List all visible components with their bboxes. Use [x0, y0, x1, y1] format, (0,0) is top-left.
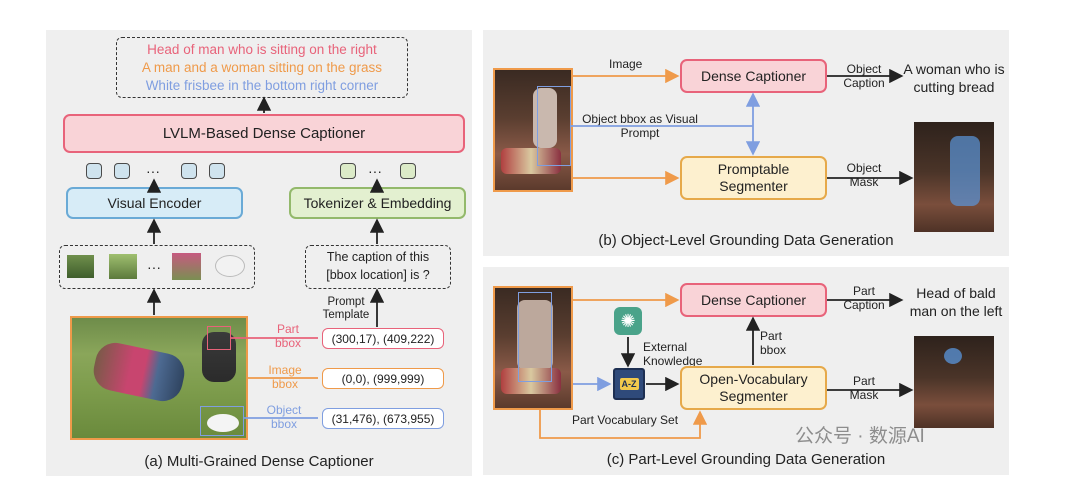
object-mask-output-photo [914, 122, 994, 232]
caption-line-image: A man and a woman sitting on the grass [141, 60, 383, 75]
panel-b-title: (b) Object-Level Grounding Data Generati… [598, 232, 894, 249]
part-bbox-label: Part bbox [274, 322, 302, 350]
table-items [501, 148, 561, 174]
object-mask-overlay [950, 136, 980, 206]
prompt-template-text: The caption of this [bbox location] is ? [326, 250, 430, 282]
people-figure [517, 300, 553, 370]
prompt-template-label: Prompt Template [322, 296, 370, 322]
part-caption-output: Head of bald man on the left [909, 285, 1003, 319]
image-bbox-label: Image bbox [268, 363, 302, 391]
part-bboxes-on-photo [518, 292, 552, 382]
panel-b-input-photo [493, 68, 573, 192]
object-bbox-label: Object bbox [266, 403, 302, 431]
object-caption-label: Object Caption [843, 62, 885, 90]
chatgpt-logo: ✺ [614, 307, 642, 335]
crop-thumbnail-1 [67, 255, 94, 278]
lvlm-dense-captioner-box: LVLM-Based Dense Captioner [63, 114, 465, 153]
promptable-segmenter-box: Promptable Segmenter [680, 156, 827, 200]
image-bbox-coords: (0,0), (999,999) [322, 368, 444, 389]
dense-captioner-box-c: Dense Captioner [680, 283, 827, 317]
visual-token-1 [86, 163, 102, 179]
crop-thumbnail-2 [109, 254, 137, 279]
part-vocabulary-book-icon: A-Z [613, 368, 645, 400]
crop-ellipsis: ··· [147, 259, 161, 275]
caption-line-object: White frisbee in the bottom right corner [145, 78, 379, 93]
part-bbox-arrow-label: Part bbox [760, 329, 787, 357]
part-mask-overlay [944, 348, 962, 364]
text-token-1 [340, 163, 356, 179]
part-bbox-coords: (300,17), (409,222) [322, 328, 444, 349]
part-mask-output-photo [914, 336, 994, 428]
dense-captioner-box-b: Dense Captioner [680, 59, 827, 93]
crop-thumbnail-3 [172, 253, 201, 280]
open-vocabulary-segmenter-box: Open-Vocabulary Segmenter [680, 366, 827, 410]
object-bbox-coords: (31,476), (673,955) [322, 408, 444, 429]
panel-c-input-photo [493, 286, 573, 410]
object-mask-label: Object Mask [846, 161, 882, 189]
visual-token-4 [209, 163, 225, 179]
part-mask-label: Part Mask [849, 374, 879, 402]
crop-thumbnail-4 [215, 255, 245, 277]
image-arrow-label: Image [609, 57, 643, 71]
visual-token-3 [181, 163, 197, 179]
text-token-ellipsis: ··· [368, 163, 382, 179]
watermark: 公众号 · 数源AI [795, 426, 925, 447]
tokenizer-embedding-box: Tokenizer & Embedding [289, 187, 466, 219]
caption-line-part: Head of man who is sitting on the right [147, 42, 377, 57]
object-caption-output: A woman who is cutting bread [903, 61, 1005, 95]
panel-a-title: (a) Multi-Grained Dense Captioner [144, 453, 374, 470]
frisbee [207, 414, 239, 432]
visual-prompt-label: Object bbox as Visual Prompt [582, 112, 698, 140]
part-bbox-overlay [207, 326, 231, 350]
visual-token-2 [114, 163, 130, 179]
woman-figure [89, 339, 189, 405]
object-bbox-on-photo [537, 86, 571, 166]
object-bbox-overlay [200, 406, 244, 436]
vocab-icon-text: A-Z [619, 378, 639, 390]
text-token-2 [400, 163, 416, 179]
visual-encoder-box: Visual Encoder [66, 187, 243, 219]
part-vocabulary-label: Part Vocabulary Set [572, 413, 679, 427]
panel-c-title: (c) Part-Level Grounding Data Generation [606, 451, 886, 468]
part-caption-label: Part Caption [843, 284, 885, 312]
external-knowledge-label: External Knowledge [643, 340, 703, 368]
visual-token-ellipsis: ··· [146, 163, 160, 179]
